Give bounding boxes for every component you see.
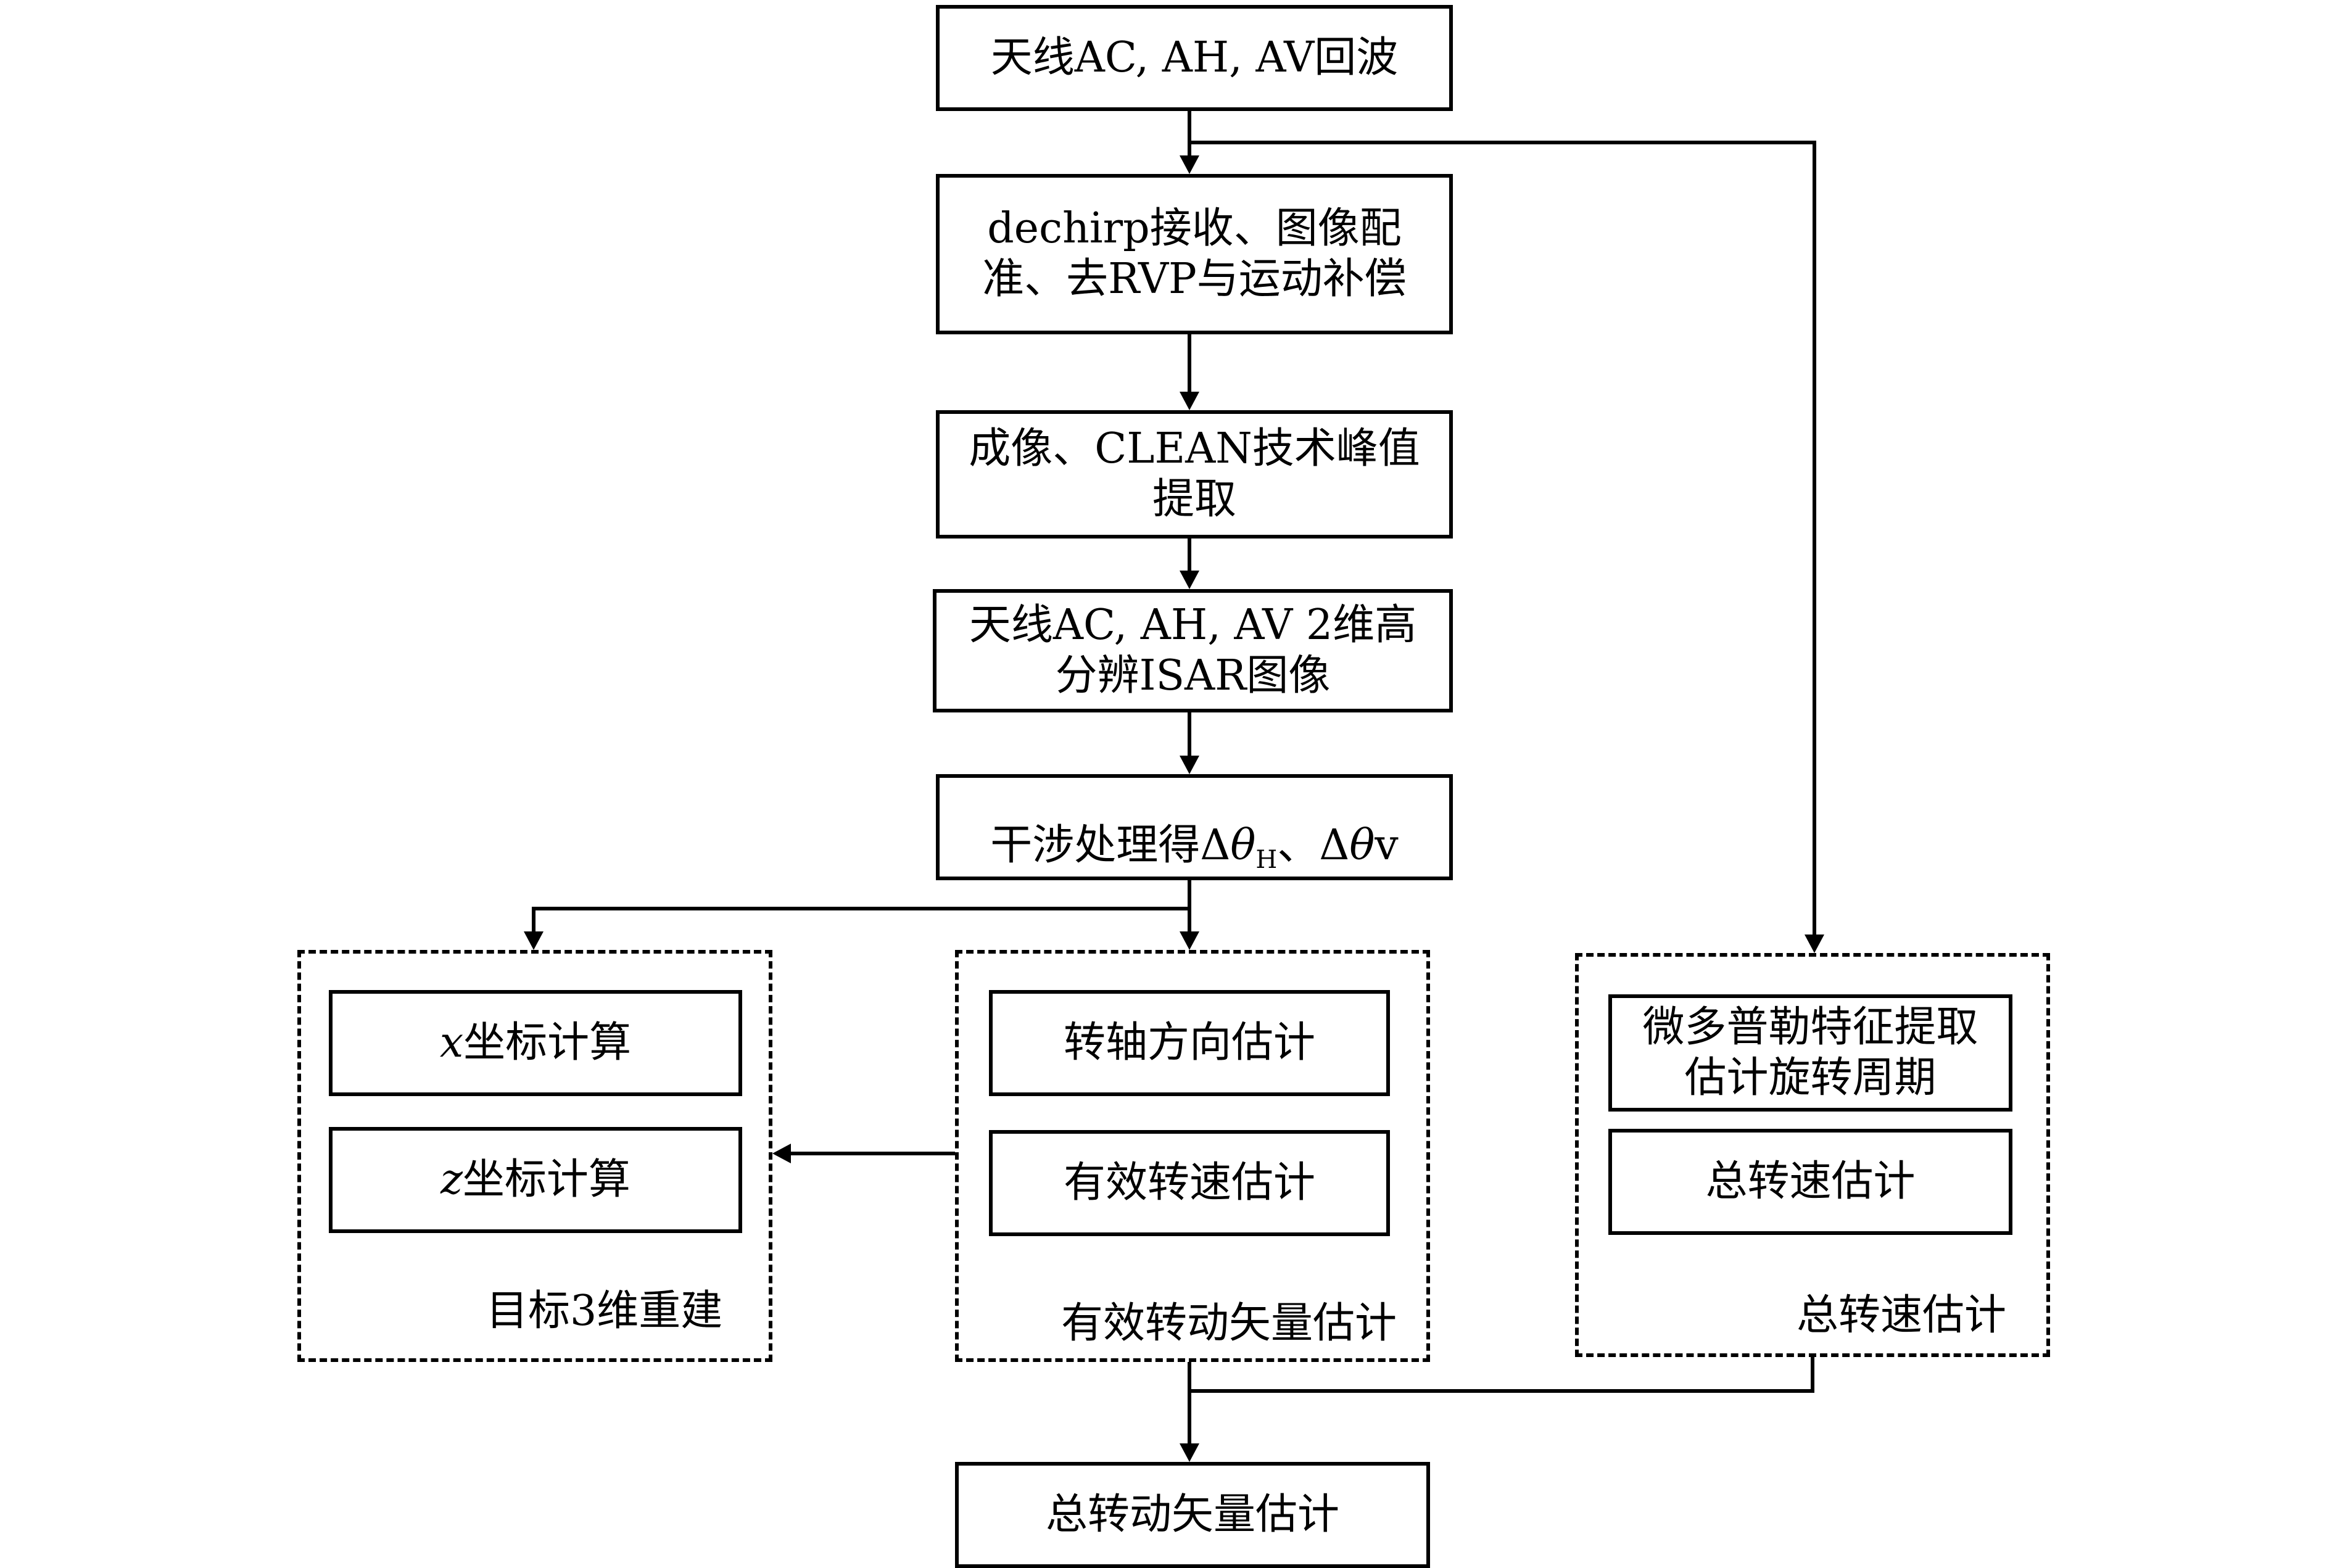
connector-line [1188, 712, 1191, 756]
group-total-speed-title: 总转速估计 [1797, 1291, 2007, 1340]
group-effective-rotation-vector [955, 950, 1430, 1362]
arrow-head-down [1180, 155, 1199, 174]
theta-symbol: θ [1230, 820, 1256, 870]
total-speed-inner-node: 总转速估计 [1608, 1129, 2012, 1235]
arrow-head-down [1180, 571, 1199, 589]
connector-line [1188, 538, 1191, 571]
interferometry-suffix: v [1375, 820, 1399, 870]
z-coordinate-node: z坐标计算 [329, 1127, 742, 1233]
x-coordinate-node: x坐标计算 [329, 990, 742, 1096]
connector-line [791, 1152, 955, 1155]
isar-image-node-label: 天线AC, AH, AV 2维高 分辨ISAR图像 [969, 601, 1417, 700]
connector-line [1188, 880, 1191, 931]
connector-line [1811, 1357, 1814, 1393]
group-3d-reconstruction-title: 目标3维重建 [486, 1287, 723, 1335]
group-effective-rotation-vector-title: 有效转动矢量估计 [1061, 1299, 1397, 1348]
connector-line [1813, 141, 1816, 936]
imaging-node-label: 成像、CLEAN技术峰值 提取 [969, 424, 1420, 524]
connector-line [1189, 1389, 1814, 1393]
echo-node-label: 天线AC, AH, AV回波 [990, 33, 1399, 82]
axis-direction-label: 转轴方向估计 [1063, 1018, 1315, 1067]
micro-doppler-label: 微多普勒特征提取 估计旋转周期 [1642, 1003, 1978, 1102]
group-total-speed [1575, 953, 2050, 1357]
connector-line [532, 907, 1191, 910]
connector-line [1189, 141, 1816, 144]
theta-symbol: θ [1349, 820, 1375, 870]
total-speed-inner-label: 总转速估计 [1705, 1157, 1916, 1206]
echo-node: 天线AC, AH, AV回波 [936, 5, 1453, 111]
arrow-head-down [524, 931, 544, 950]
arrow-head-left [772, 1144, 791, 1163]
interferometry-node: 干涉处理得ΔθH、Δθv [936, 774, 1453, 880]
interferometry-prefix: 干涉处理得Δ [990, 820, 1231, 870]
axis-direction-node: 转轴方向估计 [989, 990, 1390, 1096]
effective-speed-label: 有效转速估计 [1063, 1158, 1315, 1207]
arrow-head-down [1180, 931, 1199, 950]
connector-line [1188, 334, 1191, 392]
arrow-head-down [1180, 392, 1199, 410]
arrow-head-down [1180, 1443, 1199, 1462]
interferometry-node-label: 干涉处理得ΔθH、Δθv [990, 770, 1398, 885]
effective-speed-node: 有效转速估计 [989, 1130, 1390, 1236]
connector-line [1188, 1362, 1191, 1443]
isar-image-node: 天线AC, AH, AV 2维高 分辨ISAR图像 [933, 589, 1453, 712]
imaging-node: 成像、CLEAN技术峰值 提取 [936, 410, 1453, 538]
subscript-h: H [1255, 845, 1278, 874]
group-3d-reconstruction [297, 950, 772, 1362]
micro-doppler-node: 微多普勒特征提取 估计旋转周期 [1608, 994, 2012, 1112]
dechirp-node-label: dechirp接收、图像配 准、去RVP与运动补偿 [982, 204, 1407, 303]
total-rotation-vector-label: 总转动矢量估计 [1045, 1490, 1339, 1539]
dechirp-node: dechirp接收、图像配 准、去RVP与运动补偿 [936, 174, 1453, 334]
arrow-head-down [1805, 935, 1824, 953]
connector-line [1188, 111, 1191, 155]
interferometry-middle: 、Δ [1277, 820, 1350, 870]
z-coordinate-label: z坐标计算 [440, 1155, 631, 1204]
arrow-head-down [1180, 756, 1199, 774]
connector-line [532, 907, 535, 931]
total-rotation-vector-node: 总转动矢量估计 [955, 1462, 1430, 1568]
x-coordinate-label: x坐标计算 [439, 1018, 632, 1067]
